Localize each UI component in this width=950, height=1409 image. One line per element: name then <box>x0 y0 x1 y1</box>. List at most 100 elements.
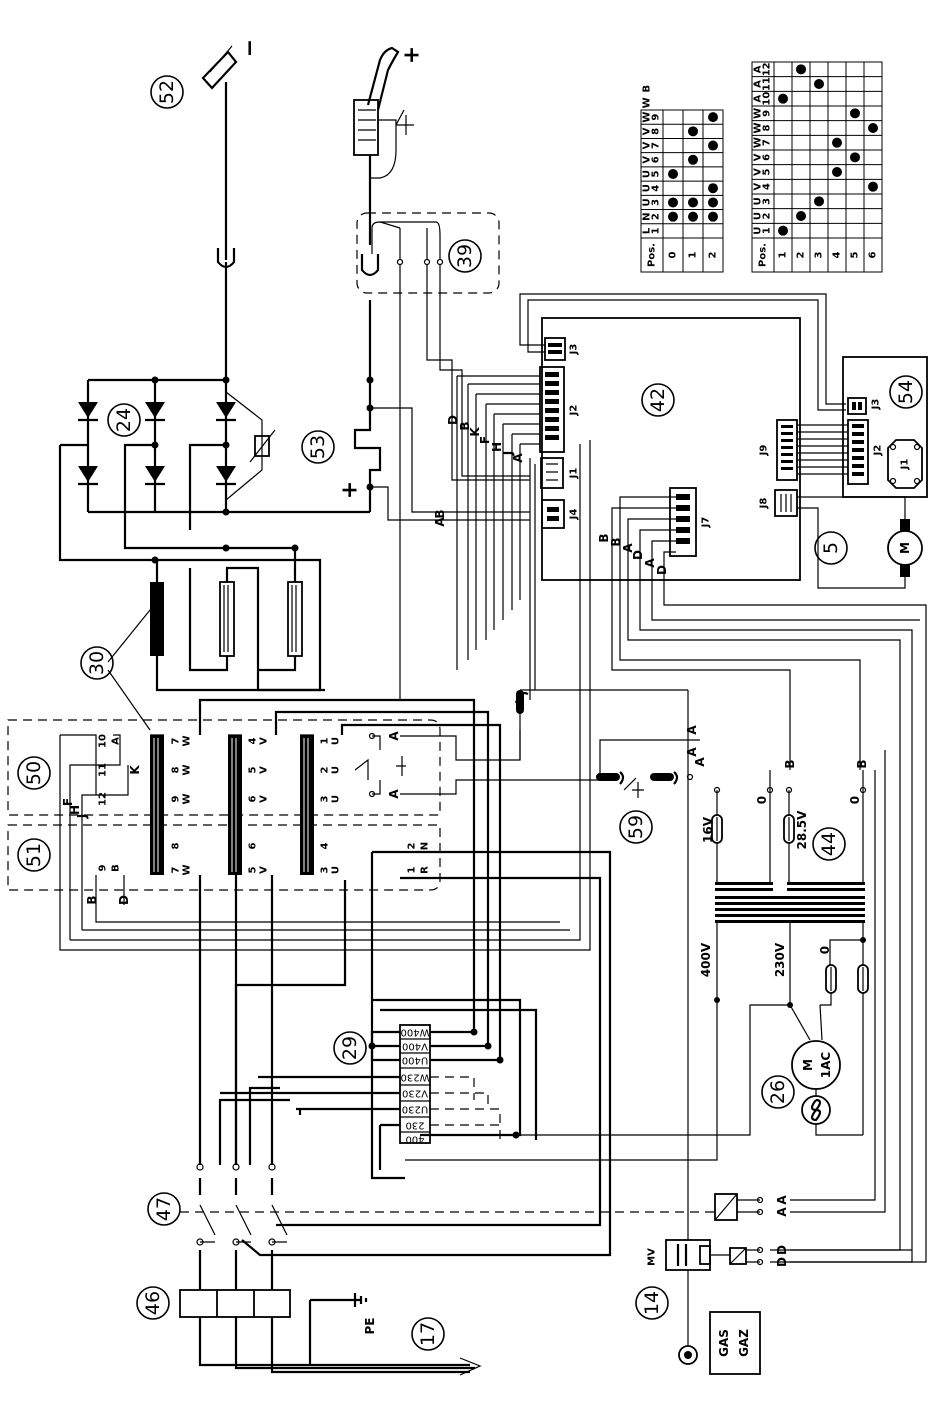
table-col-letter: U <box>642 170 653 178</box>
table-col-number: 3 <box>651 199 662 206</box>
connector-39 <box>356 212 530 700</box>
relay-a2: A <box>775 1207 789 1217</box>
aux-0b: 0 <box>848 796 862 804</box>
ref-17: 17 <box>411 1317 445 1351</box>
ref-29: 29 <box>333 1031 367 1065</box>
low-pin-w: W <box>182 864 193 875</box>
table-dot <box>796 211 806 221</box>
table-dot <box>832 137 842 148</box>
low-pin-6: 6 <box>248 842 259 849</box>
table-col-number: 9 <box>651 114 662 121</box>
pin-8: 8 <box>171 766 182 773</box>
table-col-number: 4 <box>651 185 662 192</box>
ref-26: 26 <box>761 1075 795 1109</box>
ref-53: 53 <box>301 430 335 464</box>
table-dot <box>814 196 824 207</box>
tb-w230: W230 <box>401 1072 430 1083</box>
table-col-letter: B <box>642 85 653 93</box>
table-col-number: 2 <box>762 212 773 219</box>
j3-link-wires <box>519 293 846 411</box>
ref-59-label: 59 <box>625 815 647 839</box>
ref-44: 44 <box>812 827 846 861</box>
torch-polarity: + <box>400 46 425 64</box>
pin-1: 1 <box>320 737 331 744</box>
sw-pin-10: 10 <box>98 734 109 748</box>
j3-label: J3 <box>569 344 580 356</box>
pin-bb: B <box>111 864 122 872</box>
trigger-a2: A <box>693 757 707 767</box>
table-col-number: 10 <box>762 92 773 106</box>
motor-m: M <box>898 542 912 554</box>
table-col-letter: W <box>642 112 653 123</box>
table-col-letter: U <box>753 197 764 205</box>
low-pin-4: 4 <box>320 842 331 849</box>
aux-285v: 28.5V <box>795 810 809 850</box>
fan-m: M <box>801 1059 815 1071</box>
table-row-label: 1 <box>778 251 789 258</box>
table-dot <box>688 197 698 208</box>
ref-14: 14 <box>635 1286 669 1320</box>
ref-47: 47 <box>147 1192 181 1226</box>
tb-w400: W400 <box>401 1027 430 1038</box>
wire-f: F <box>478 436 492 444</box>
valve-mv: MV <box>647 1248 658 1266</box>
wire-b: B <box>458 421 472 430</box>
pin-nr: R <box>420 866 431 874</box>
j1-label: J1 <box>569 468 580 480</box>
fuse-285v <box>783 814 795 844</box>
ref-59: 59 <box>619 810 653 844</box>
board54-j2-label: J2 <box>873 445 884 457</box>
pin-2: 2 <box>320 766 331 773</box>
pin-v2: V <box>259 766 270 774</box>
table-pos-header: Pos. <box>758 243 769 267</box>
table-dot <box>796 64 806 75</box>
table-col-letter: W <box>642 97 653 108</box>
ref-47-label: 47 <box>153 1197 175 1221</box>
table-dot <box>814 79 824 89</box>
aux-0a: 0 <box>755 796 769 804</box>
j7-wire-d1: D <box>631 550 645 560</box>
ref-54: 54 <box>889 375 923 409</box>
table-col-letter: A <box>753 95 764 103</box>
pin-n1: 1 <box>407 866 418 873</box>
low-pin-5: 5 <box>248 866 259 873</box>
fuse-fan-b <box>857 964 869 994</box>
trigger-connector-59: A A <box>514 690 707 798</box>
table-col-letter: V <box>642 141 653 149</box>
table-dot <box>778 93 788 104</box>
component-refs: 52 39 24 53 42 54 5 30 50 51 59 44 29 26… <box>17 75 923 1351</box>
tb-230: 230 <box>405 1120 424 1131</box>
table-pos-header: Pos. <box>647 243 658 267</box>
pin-u: U <box>331 737 342 745</box>
table-col-number: 11 <box>762 77 773 91</box>
ref-46-label: 46 <box>142 1291 164 1315</box>
table-col-number: 6 <box>651 156 662 163</box>
table-row-label: 3 <box>814 251 825 258</box>
table-col-number: 1 <box>651 227 662 234</box>
low-pin-v: V <box>259 866 270 874</box>
table-col-letter: A <box>753 80 764 88</box>
ref-26-label: 26 <box>767 1080 789 1104</box>
table-col-number: 4 <box>762 183 773 190</box>
table-row-label: 4 <box>832 251 843 258</box>
pin-9: 9 <box>171 795 182 802</box>
pin-nn: N <box>420 842 431 850</box>
table-col-number: 7 <box>651 142 662 149</box>
table-dot <box>668 197 678 208</box>
aux-a: A <box>685 725 699 735</box>
table-col-letter: N <box>642 212 653 220</box>
gas-text-2: GAZ <box>737 1329 751 1357</box>
j7-wire-a2: A <box>643 558 657 568</box>
low-pin-3: 3 <box>320 866 331 873</box>
pin-w3: W <box>182 793 193 804</box>
table-dot <box>868 123 878 133</box>
j7-wire-d2: D <box>655 565 669 575</box>
table-col-letter: U <box>642 184 653 192</box>
diode <box>216 466 236 486</box>
ref-39: 39 <box>448 239 482 273</box>
aux-transformer-44: A 0 B 0 B 16V 28.5V 400V 230V 0 <box>405 725 869 1161</box>
j8-label: J8 <box>759 498 770 510</box>
table-row-label: 0 <box>668 251 679 258</box>
diode <box>216 402 236 422</box>
table-col-letter: V <box>753 183 764 191</box>
